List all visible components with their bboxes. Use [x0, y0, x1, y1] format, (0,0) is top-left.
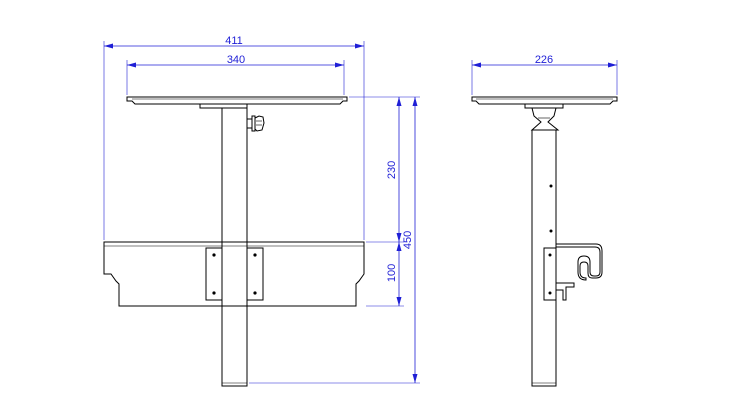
dim-top-depth-label: 226: [535, 54, 553, 66]
side-bracket: [530, 107, 560, 131]
dim-top-width-label: 340: [227, 54, 245, 66]
side-view: 226: [471, 54, 618, 387]
dim-table-to-shelf-label: 230: [386, 161, 398, 179]
front-shelf: [103, 241, 365, 307]
front-table-top: [126, 96, 348, 109]
side-table-top: [471, 96, 618, 109]
dim-shelf-height: 100: [386, 242, 402, 306]
side-hook: [543, 243, 603, 301]
dim-overall-width: 411: [103, 35, 365, 240]
vertical-dim-extensions: [249, 96, 420, 384]
dim-shelf-height-label: 100: [386, 264, 398, 282]
dim-overall-width-label: 411: [225, 35, 243, 47]
front-clamp-right: [246, 247, 264, 301]
dim-overall-height: 450: [402, 97, 418, 383]
dim-top-width: 340: [126, 54, 345, 95]
dim-table-to-shelf: 230: [386, 97, 402, 242]
dim-top-depth: 226: [471, 54, 618, 95]
front-post: [221, 107, 248, 387]
front-clamp-left: [205, 247, 223, 301]
dim-overall-height-label: 450: [402, 231, 414, 249]
front-lock-knob: [246, 115, 265, 132]
front-view: 411 340 230 1: [103, 35, 420, 387]
